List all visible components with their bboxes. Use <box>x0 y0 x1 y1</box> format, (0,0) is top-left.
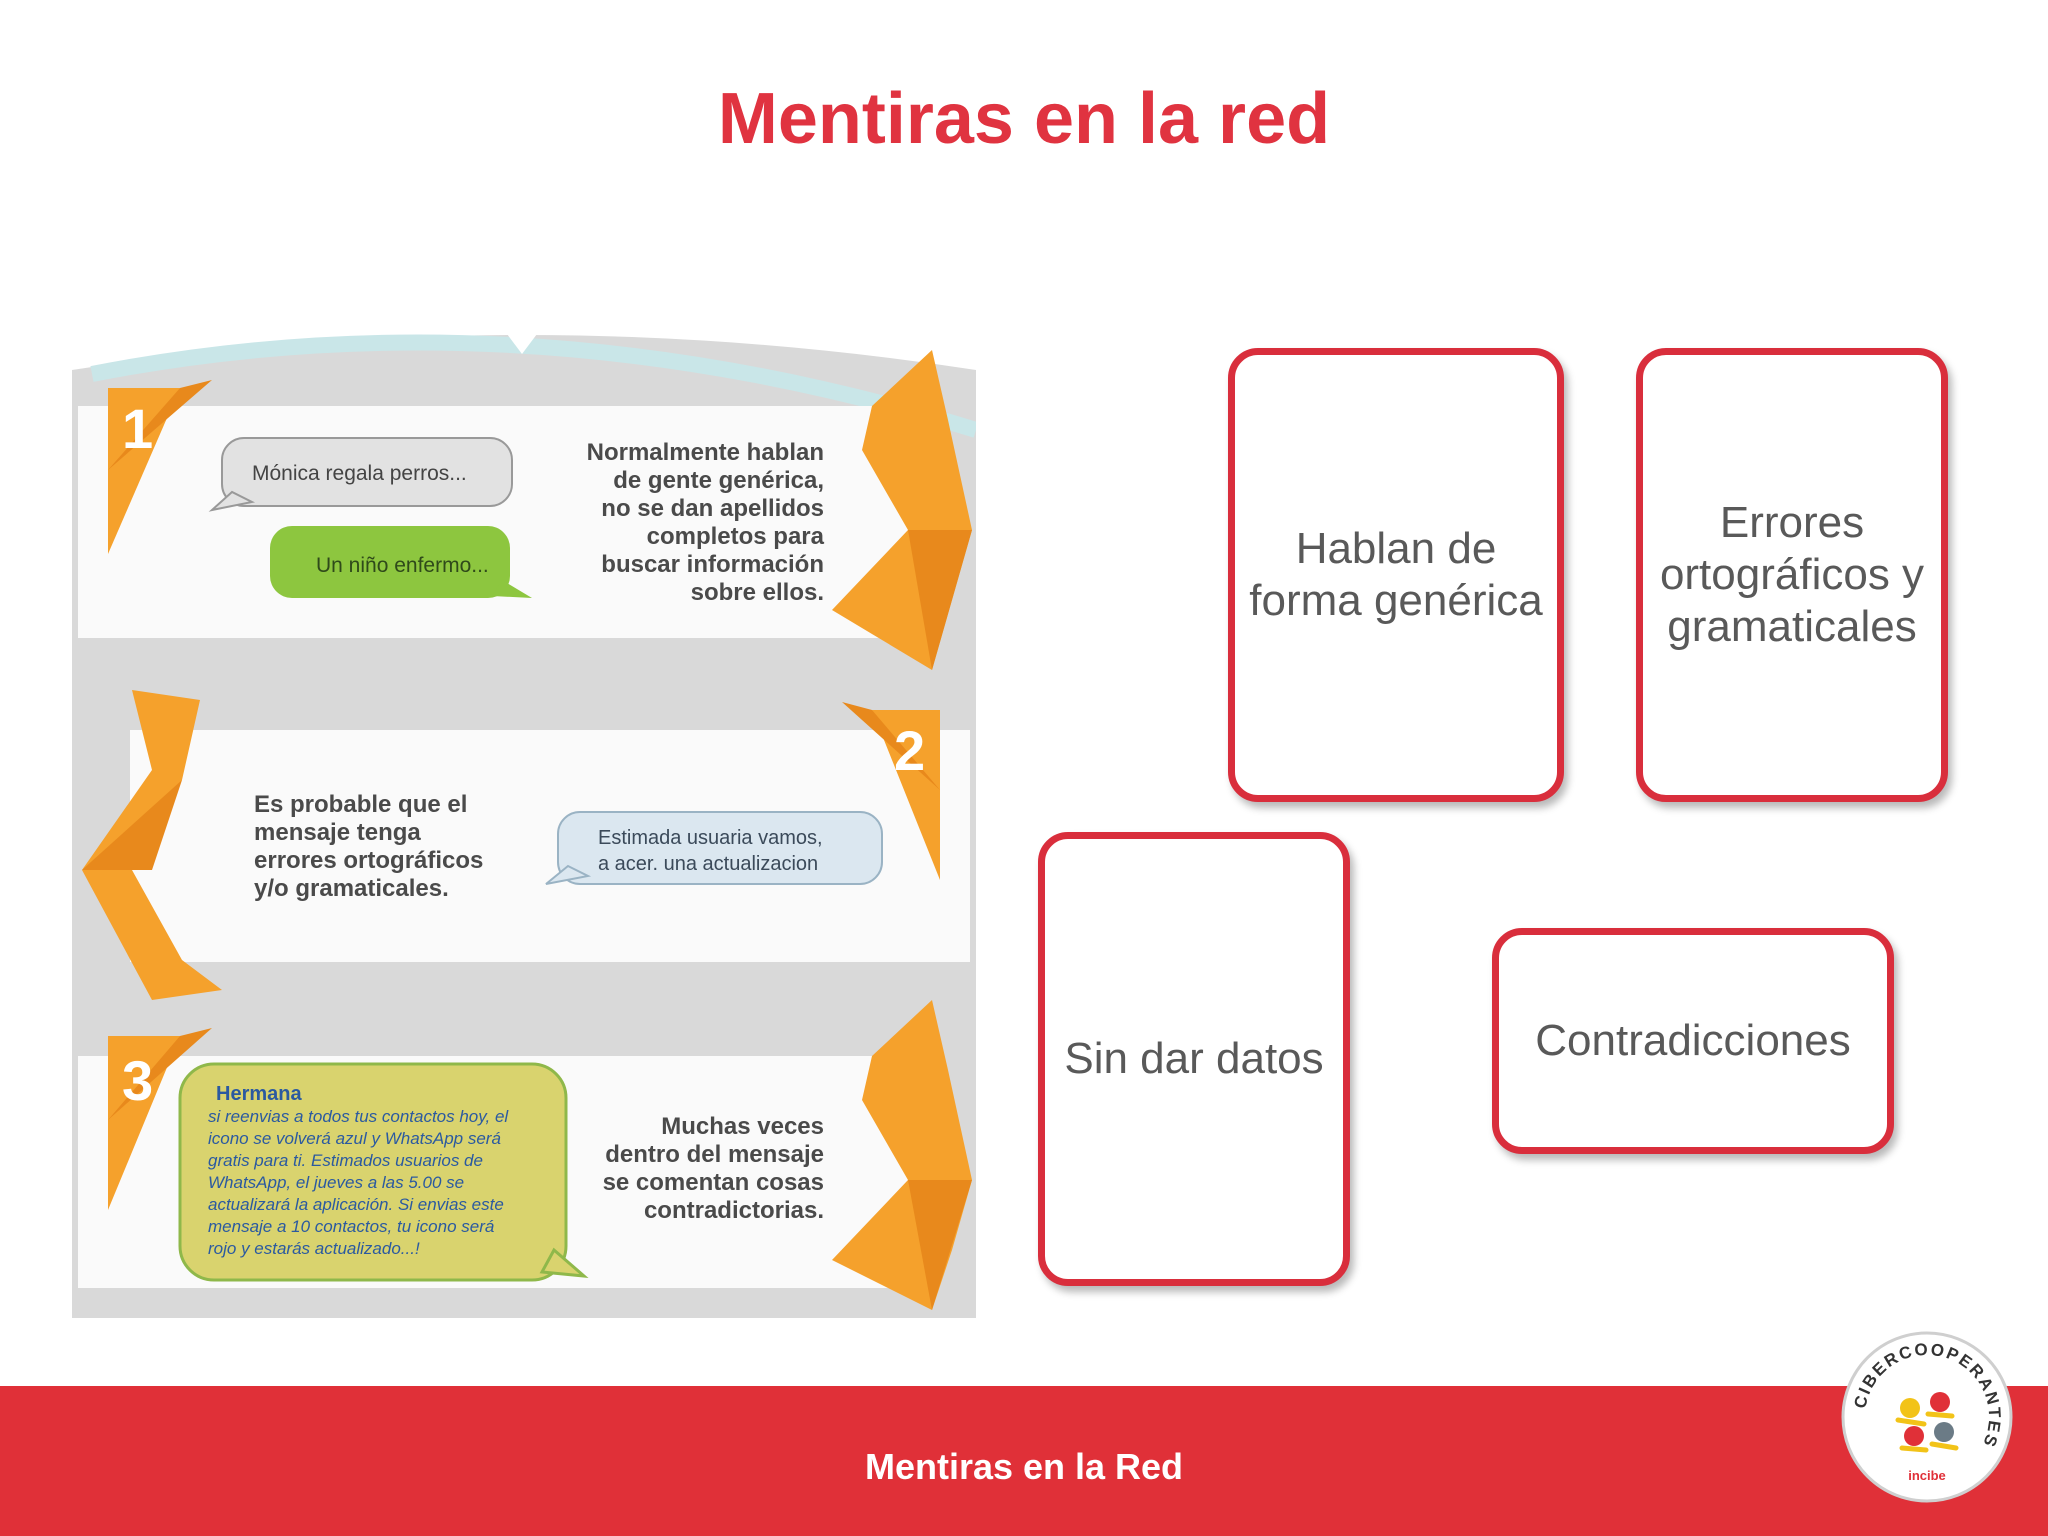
svg-text:contradictorias.: contradictorias. <box>644 1197 824 1224</box>
svg-text:a acer. una actualizacion: a acer. una actualizacion <box>598 853 818 875</box>
step2-zigzag <box>82 690 222 1000</box>
svg-text:gratis para ti. Estimados usua: gratis para ti. Estimados usuarios de <box>208 1151 483 1170</box>
card-errors-label: Errores ortográficos y gramaticales <box>1659 498 1925 651</box>
svg-text:Normalmente hablan: Normalmente hablan <box>587 439 824 466</box>
svg-text:mensaje tenga: mensaje tenga <box>254 819 421 846</box>
step2-bubble-text: Estimada usuaria vamos, a acer. una actu… <box>598 827 823 875</box>
step2-ribbon-right-fold <box>842 702 940 790</box>
step1-zigzag-shade <box>908 530 972 670</box>
step3-bubble-yellow <box>178 1062 568 1282</box>
card-contradictions-label: Contradicciones <box>1535 1016 1851 1065</box>
svg-text:buscar información: buscar información <box>601 551 824 578</box>
svg-text:rojo y estarás actualizado...!: rojo y estarás actualizado...! <box>208 1239 420 1258</box>
step1-bubble-grey-text: Mónica regala perros... <box>252 462 467 485</box>
step3-ribbon-left <box>108 1036 180 1210</box>
step2-description: Es probable que el mensaje tenga errores… <box>254 791 483 902</box>
step3-description: Muchas veces dentro del mensaje se comen… <box>603 1113 824 1224</box>
footer-bar <box>0 1386 2048 1536</box>
svg-text:no se dan apellidos: no se dan apellidos <box>601 495 824 522</box>
svg-text:errores ortográficos: errores ortográficos <box>254 847 483 874</box>
card-generic: Hablan de forma genérica <box>1228 348 1564 802</box>
step2-zigzag-shade <box>82 780 182 870</box>
card-no-data: Sin dar datos <box>1038 832 1350 1286</box>
step3-bubble-text: si reenvias a todos tus contactos hoy, e… <box>208 1107 509 1258</box>
step1-bubble-green-text: Un niño enfermo... <box>316 554 489 577</box>
card-errors: Errores ortográficos y gramaticales <box>1636 348 1948 802</box>
step3-bubble-title: Hermana <box>216 1083 302 1105</box>
svg-text:actualizará la aplicación. Si: actualizará la aplicación. Si envias est… <box>208 1195 504 1214</box>
step1-bubble-green <box>270 526 510 598</box>
svg-text:icono se volverá azul y WhatsA: icono se volverá azul y WhatsApp será <box>208 1129 501 1148</box>
card-no-data-label: Sin dar datos <box>1064 1034 1324 1083</box>
cibercooperantes-logo: CIBERCOOPERANTES incibe <box>1841 1331 2013 1503</box>
slide-title: Mentiras en la red <box>717 79 1331 159</box>
svg-text:y/o gramaticales.: y/o gramaticales. <box>254 875 449 902</box>
step3-ribbon-left-fold <box>108 1028 212 1120</box>
svg-text:Es probable que el: Es probable que el <box>254 791 467 818</box>
svg-text:WhatsApp, el jueves a las 5.00: WhatsApp, el jueves a las 5.00 se <box>208 1173 464 1192</box>
svg-text:de gente genérica,: de gente genérica, <box>613 467 824 494</box>
step3-zigzag-shade <box>908 1180 972 1310</box>
card-contradictions: Contradicciones <box>1492 928 1894 1154</box>
step1-bubble-grey <box>221 437 513 507</box>
footer-title: Mentiras en la Red <box>864 1446 1184 1487</box>
svg-text:Estimada usuaria vamos,: Estimada usuaria vamos, <box>598 827 823 849</box>
step3-number: 3 <box>122 1049 153 1112</box>
arc-pointer <box>492 314 552 354</box>
svg-text:si reenvias a todos tus contac: si reenvias a todos tus contactos hoy, e… <box>208 1107 509 1126</box>
logo-brand: incibe <box>1908 1468 1946 1483</box>
svg-text:sobre ellos.: sobre ellos. <box>691 579 824 606</box>
step1-ribbon-left-fold <box>108 380 212 470</box>
svg-text:dentro del mensaje: dentro del mensaje <box>605 1141 824 1168</box>
step1-description: Normalmente hablan de gente genérica, no… <box>587 439 825 606</box>
infographic: 1 Mónica regala perros... Un niño enferm… <box>72 314 976 1318</box>
svg-text:se comentan cosas: se comentan cosas <box>603 1169 824 1196</box>
step2-ribbon-right <box>872 710 940 880</box>
step1-ribbon-left <box>108 388 180 554</box>
step1-number: 1 <box>122 397 153 460</box>
arc-band <box>90 334 976 438</box>
step2-number: 2 <box>894 719 925 782</box>
step2-bubble-blue <box>557 811 883 885</box>
svg-text:completos para: completos para <box>647 523 825 550</box>
card-generic-label: Hablan de forma genérica <box>1249 524 1543 625</box>
svg-text:mensaje a 10 contactos, tu ico: mensaje a 10 contactos, tu icono será <box>208 1217 494 1236</box>
logo-figures <box>1895 1392 1959 1453</box>
svg-text:Muchas veces: Muchas veces <box>661 1113 824 1140</box>
